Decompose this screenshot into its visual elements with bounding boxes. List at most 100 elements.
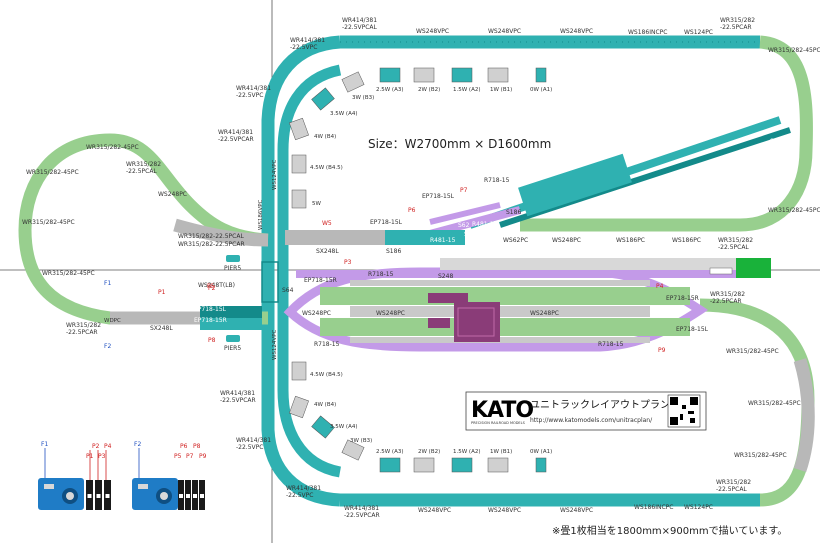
label-w0-a1-b: 0W (A1) <box>530 449 552 455</box>
label-ws248vpc-b1: WS248VPC <box>560 507 593 514</box>
label-wr315-225pcal-l: WR315/282-22.5PCAL <box>126 161 161 175</box>
label-w45-b45-b: 4.5W (B4.5) <box>310 372 343 378</box>
label-s62-1: S62 <box>458 222 470 229</box>
label-ws248pc-mid: WS248PC <box>302 310 331 317</box>
label-wr315-45pc-tr: WR315/282-45PC <box>768 47 820 54</box>
label-s64: S64 <box>282 287 294 294</box>
label-p4: P4 <box>656 283 664 290</box>
label-r718-15-4: R718-15 <box>598 341 624 348</box>
label-wr315-45pc-l3: WR315/282-45PC <box>22 219 75 226</box>
label-w35-a4-t: 3.5W (A4) <box>330 111 358 117</box>
label-w4-b4-t: 4W (B4) <box>314 134 336 140</box>
label-w3-b3-b: 3W (B3) <box>350 438 372 444</box>
label-p6: P6 <box>408 207 416 214</box>
label-wr315-45pc-l4: WR315/282-45PC <box>42 270 95 277</box>
label-w15-a2-t: 1.5W (A2) <box>453 87 481 93</box>
controller-1-p1: P1 <box>86 453 94 460</box>
label-w1-b1-b: 1W (B1) <box>490 449 512 455</box>
label-s186-1: S186 <box>386 248 401 255</box>
label-ws248pc-mid2: WS248PC <box>376 310 405 317</box>
label-ws124vpc-l: WS124VPC <box>272 159 278 190</box>
label-p7: P7 <box>460 187 468 194</box>
label-wr414-381-225vpcar-l: WR414/381-22.5VPCAR <box>218 129 254 143</box>
label-ws248vpc-t2: WS248VPC <box>488 28 521 35</box>
label-s62b-a: S62B-A <box>762 103 785 110</box>
kato-logo: KATO <box>471 398 533 423</box>
label-ep718-15l-1: EP718-15L <box>370 219 403 226</box>
label-wr315-45pc-r2: WR315/282-45PC <box>726 348 779 355</box>
controller-2-feeder: F2 <box>134 441 141 448</box>
label-w5-t: 5W <box>312 201 321 207</box>
label-wr414-381-225vpc-tl: WR414/381-22.5VPC <box>290 37 325 51</box>
kato-url: http://www.katomodels.com/unitracplan/ <box>530 417 653 424</box>
yard-sidings <box>428 116 791 238</box>
label-p5: P5 <box>207 283 215 290</box>
label-p3: P3 <box>344 259 352 266</box>
label-wr315-45pc-r3: WR315/282-45PC <box>748 400 801 407</box>
label-p2: P2 <box>208 285 216 292</box>
label-ws124pc-b: WS124PC <box>684 504 713 511</box>
controller-2: F2 P5 P6 P7 P8 P9 <box>132 441 207 510</box>
label-ws186vpc-l: WS186VPC <box>258 199 264 230</box>
controller-2-p9: P9 <box>199 453 207 460</box>
label-sx248l-2: SX248L <box>316 248 339 255</box>
label-p1: P1 <box>158 289 166 296</box>
label-ws62pc: WS62PC <box>503 237 528 244</box>
label-s248: S248 <box>438 273 453 280</box>
label-wr315-225pcar-tr: WR315/282-22.5PCAR <box>720 17 755 31</box>
label-s186-2: S186 <box>506 209 521 216</box>
label-ws248vpc-b3: WS248VPC <box>418 507 451 514</box>
label-w2-b2-t: 2W (B2) <box>418 87 440 93</box>
left-spine <box>261 35 342 507</box>
controller-2-p7: P7 <box>186 453 194 460</box>
label-w4-b4-b: 4W (B4) <box>314 402 336 408</box>
label-wr315-225pcal-r: WR315/282-22.5PCAL <box>718 237 753 251</box>
kato-title: ユニトラックレイアウトプラン <box>530 399 670 411</box>
label-p9: P9 <box>658 347 666 354</box>
label-wr315-225pcar-r2: WR315/282-22.5PCAR <box>710 291 745 305</box>
label-wr315-45pc-r1: WR315/282-45PC <box>768 207 820 214</box>
kato-tagline: PRECISION RAILROAD MODELS <box>471 421 526 425</box>
label-ws124vpc-l2: WS124VPC <box>272 329 278 360</box>
label-w25-a3-b: 2.5W (A3) <box>376 449 404 455</box>
label-pier5-2: PIER5 <box>224 345 241 352</box>
label-s62b-r: S62B-R <box>770 138 792 145</box>
label-wr414-381-225vpcar-bl: WR414/381-22.5VPCAR <box>220 390 256 404</box>
label-wr315-225pcar-l: WR315/282-22.5PCAR <box>66 322 101 336</box>
label-wr315-45pc-l1: WR315/282-45PC <box>86 144 139 151</box>
label-ws186pc-m2: WS186PC <box>672 237 701 244</box>
label-s62-2: S62 <box>464 231 476 238</box>
station-area <box>283 258 771 352</box>
controller-1-p3: P3 <box>98 453 106 460</box>
label-r718-15-2: R718-15 <box>368 271 394 278</box>
controller-2-p5: P5 <box>174 453 182 460</box>
controller-2-p8: P8 <box>193 443 201 450</box>
label-f1: F1 <box>104 280 111 287</box>
label-wr414-381-225vpc-b: WR414/381-22.5VPC <box>286 485 321 499</box>
label-w45-b45-t: 4.5W (B4.5) <box>310 165 343 171</box>
label-pier5-1: PIER5 <box>224 265 241 272</box>
label-r718-15-3: R718-15 <box>314 341 340 348</box>
label-ep718-15l-2: EP718-15L <box>422 193 455 200</box>
label-r718-15-1: R718-15 <box>484 177 510 184</box>
outer-loop <box>340 35 815 507</box>
label-wr315-45pc-l2: WR315/282-45PC <box>26 169 79 176</box>
label-wr414-381-225vpcar-b: WR414/381-22.5VPCAR <box>344 505 380 519</box>
controller-2-p6: P6 <box>180 443 188 450</box>
label-wr315-225pcar-m: WR315/282-22.5PCAR <box>178 241 245 248</box>
label-ws186incpc-t: WS186INCPC <box>628 29 667 36</box>
label-wr315-225pcal-br: WR315/282-22.5PCAL <box>716 479 751 493</box>
label-wr414-381-225vpc-l2: WR414/381-22.5VPC <box>236 85 271 99</box>
left-loop <box>18 133 269 325</box>
label-f2: F2 <box>104 343 111 350</box>
controller-1-p4: P4 <box>104 443 112 450</box>
qr-code-icon <box>667 394 701 428</box>
label-w1-b1-t: 1W (B1) <box>490 87 512 93</box>
piers <box>226 255 240 342</box>
controller-1-feeder: F1 <box>41 441 48 448</box>
label-ws248vpc-t1: WS248VPC <box>416 28 449 35</box>
label-r481-15-1: R481-15 <box>472 221 498 228</box>
label-ws186pc-m1: WS186PC <box>616 237 645 244</box>
